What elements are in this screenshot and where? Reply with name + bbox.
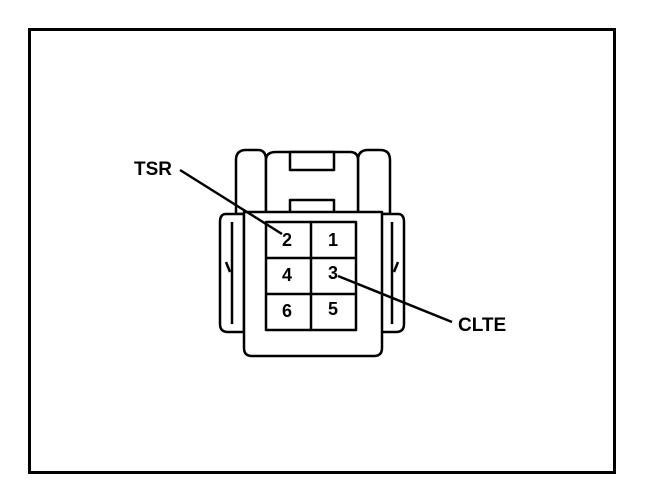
pin-1-label: 1: [327, 230, 338, 250]
pin-3-label: 3: [327, 263, 338, 283]
clte-callout-label: CLTE: [458, 315, 507, 336]
pin-2-label: 2: [281, 230, 292, 250]
pin-6-label: 6: [281, 301, 292, 321]
pin-5-label: 5: [327, 299, 338, 319]
pin-4-label: 4: [281, 265, 292, 285]
tsr-leader-line: [179, 168, 283, 236]
clte-leader-line: [337, 274, 453, 324]
tsr-callout-label: TSR: [134, 159, 172, 180]
connector-top-notch: [288, 150, 336, 172]
connector-top-tab-left: [234, 148, 268, 216]
connector-top-tab-right: [356, 148, 392, 216]
